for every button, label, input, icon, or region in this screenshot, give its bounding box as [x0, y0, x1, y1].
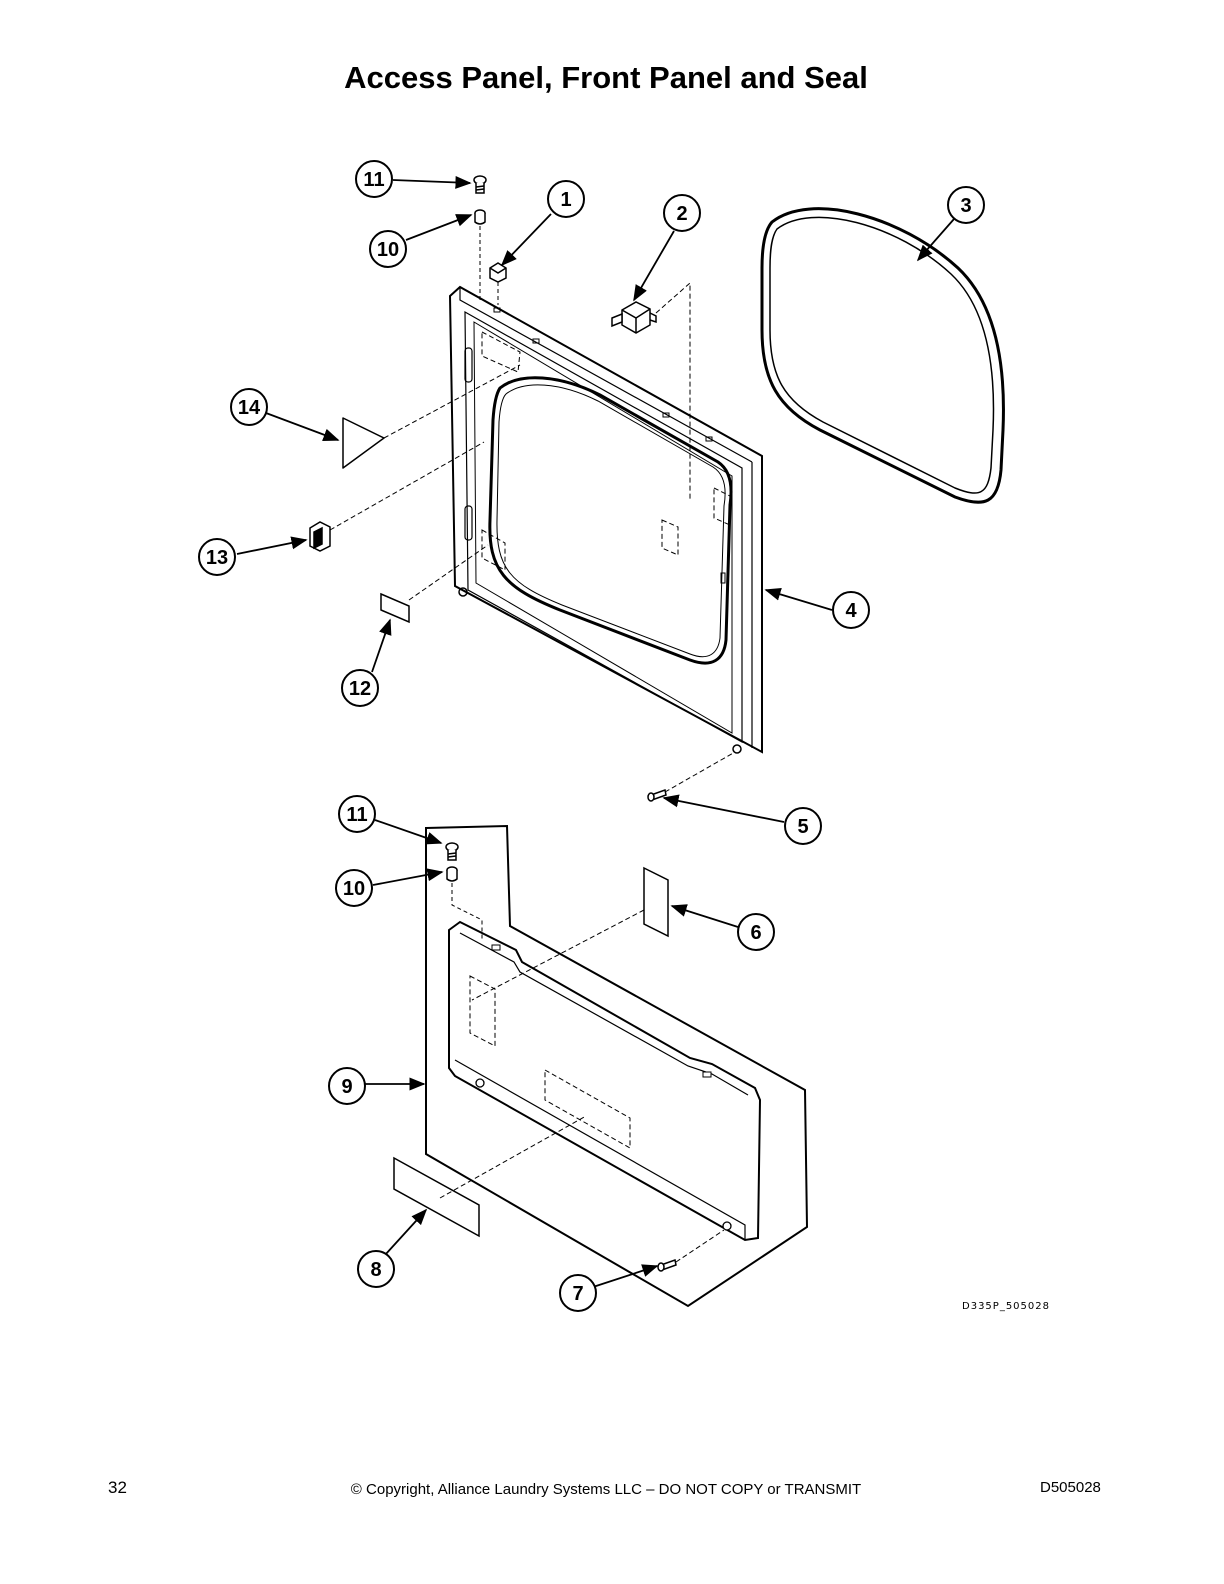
- access-panel-hidden-lines: [469, 975, 631, 1149]
- svg-text:6: 6: [750, 922, 761, 944]
- callout-9: 9: [328, 1067, 366, 1105]
- callout-2: 2: [663, 194, 701, 232]
- top-screw: [473, 175, 487, 194]
- svg-text:4: 4: [845, 600, 857, 622]
- callout-8: 8: [357, 1250, 395, 1288]
- drawing-code: D335P_505028: [962, 1301, 1050, 1312]
- svg-text:14: 14: [238, 397, 261, 419]
- callout-11-bottom: 11: [338, 795, 376, 833]
- callout-11-top: 11: [355, 160, 393, 198]
- callout-10-top: 10: [369, 230, 407, 268]
- svg-text:3: 3: [960, 195, 971, 217]
- callout-7: 7: [559, 1274, 597, 1312]
- svg-text:10: 10: [377, 239, 399, 261]
- svg-text:11: 11: [346, 804, 367, 826]
- callout-1: 1: [547, 180, 585, 218]
- small-label: [380, 592, 410, 624]
- door-switch: [611, 301, 657, 334]
- access-panel: [448, 920, 762, 1242]
- assembly-outline: [425, 824, 809, 1308]
- large-label: [393, 1156, 480, 1238]
- page-number: 32: [108, 1478, 127, 1497]
- svg-text:1: 1: [560, 189, 571, 211]
- callout-14: 14: [230, 388, 268, 426]
- svg-text:11: 11: [363, 169, 384, 191]
- front-panel: [448, 285, 763, 754]
- callout-3: 3: [947, 186, 985, 224]
- access-panel-screw: [445, 842, 459, 861]
- svg-text:5: 5: [797, 816, 808, 838]
- callout-10-bottom: 10: [335, 869, 373, 907]
- callout-4: 4: [832, 591, 870, 629]
- document-code: D505028: [1040, 1479, 1101, 1496]
- door-seal: [760, 207, 1005, 504]
- callout-6: 6: [737, 913, 775, 951]
- access-panel-bottom-screw: [657, 1259, 677, 1272]
- top-spacer: [474, 209, 486, 225]
- svg-text:2: 2: [676, 203, 687, 225]
- triangle-badge: [342, 417, 385, 469]
- leader-arrows: [236, 175, 955, 1288]
- page-title: Access Panel, Front Panel and Seal: [344, 60, 868, 95]
- front-panel-screw: [647, 789, 667, 802]
- svg-text:13: 13: [206, 547, 228, 569]
- access-panel-label: [643, 866, 669, 938]
- copyright-notice: © Copyright, Alliance Laundry Systems LL…: [350, 1481, 862, 1498]
- door-latch: [309, 521, 331, 552]
- svg-text:12: 12: [349, 678, 371, 700]
- callout-13: 13: [198, 538, 236, 576]
- svg-text:9: 9: [341, 1076, 352, 1098]
- callout-5: 5: [784, 807, 822, 845]
- svg-text:7: 7: [572, 1283, 583, 1305]
- svg-text:10: 10: [343, 878, 365, 900]
- top-clip: [489, 262, 507, 283]
- callout-12: 12: [341, 669, 379, 707]
- access-panel-spacer: [446, 866, 458, 882]
- svg-text:8: 8: [370, 1259, 381, 1281]
